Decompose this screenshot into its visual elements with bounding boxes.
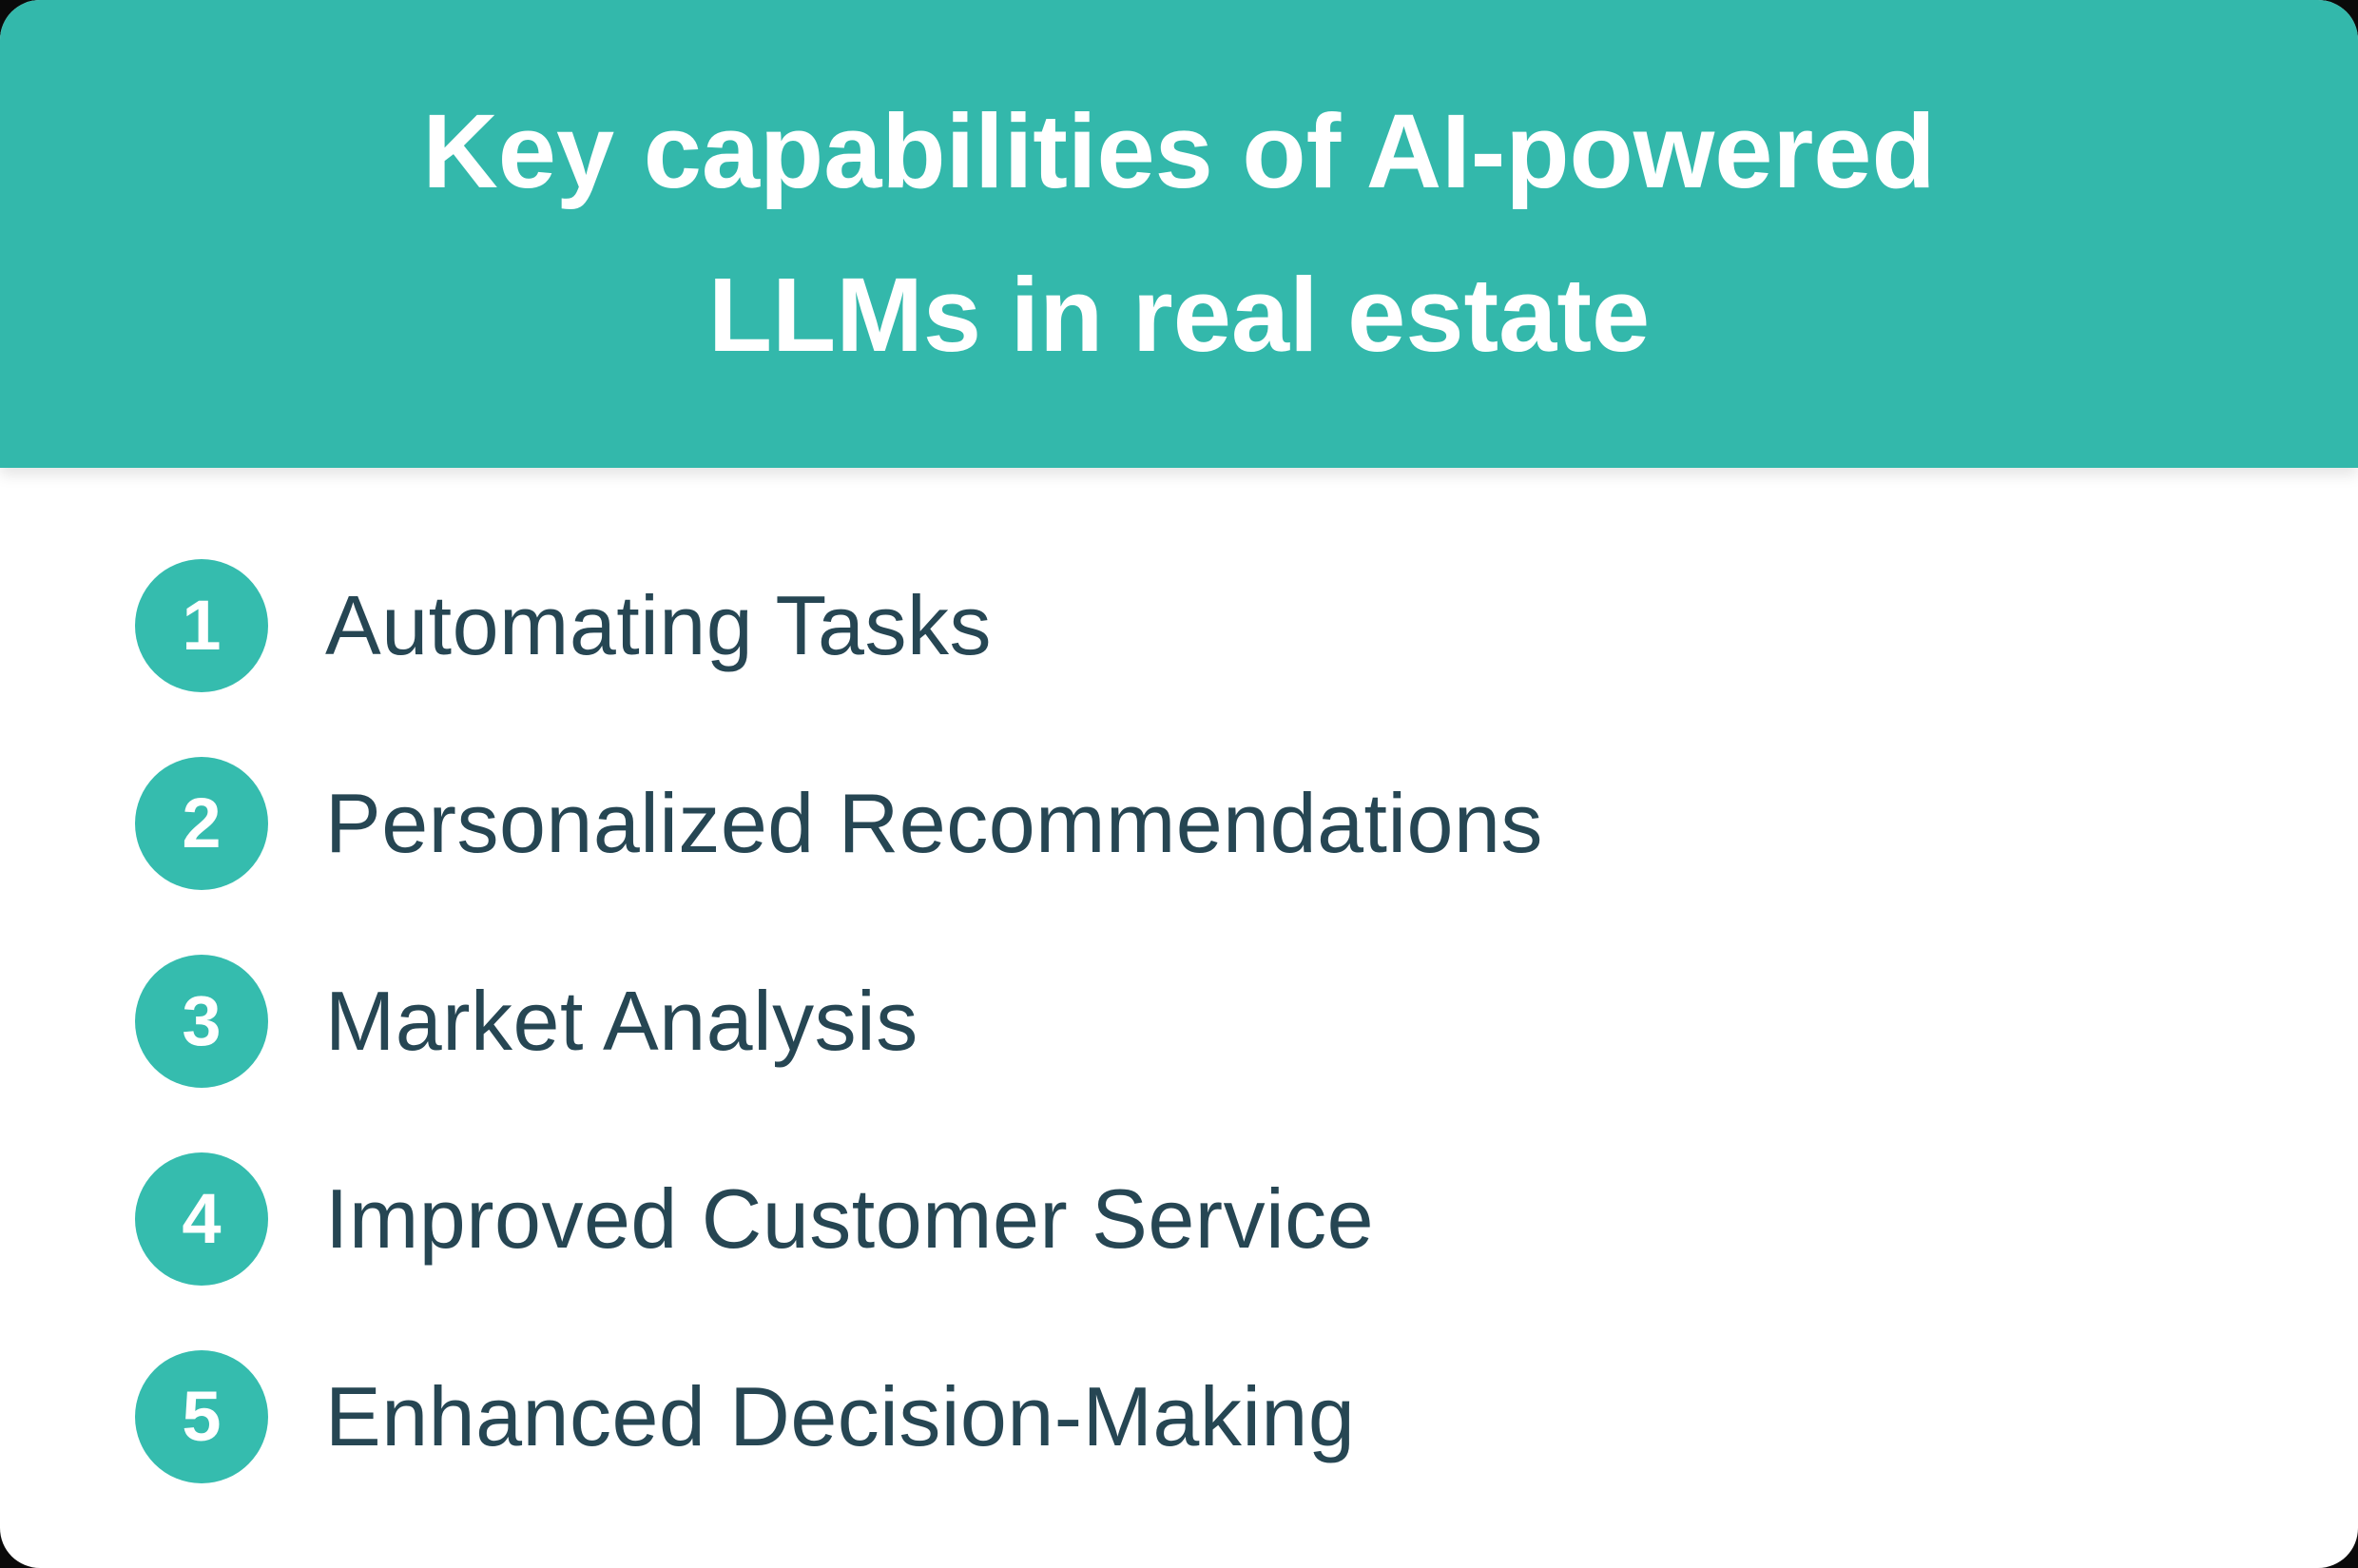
number-badge-4: 4: [135, 1152, 268, 1286]
number-badge-5-value: 5: [182, 1377, 222, 1456]
page-title-line-2: LLMs in real estate: [707, 257, 1651, 374]
number-badge-1: 1: [135, 559, 268, 692]
list-item-1: 1 Automating Tasks: [135, 559, 2301, 692]
page-title-line-1: Key capabilities of AI-powered: [422, 93, 1936, 210]
number-badge-5: 5: [135, 1350, 268, 1483]
list-item-5-label: Enhanced Decision-Making: [325, 1369, 1356, 1463]
list-item-5: 5 Enhanced Decision-Making: [135, 1350, 2301, 1483]
list-item-3-label: Market Analysis: [325, 974, 918, 1068]
list-item-2-label: Personalized Recommendations: [325, 776, 1543, 870]
number-badge-2: 2: [135, 757, 268, 890]
number-badge-3: 3: [135, 955, 268, 1088]
header-banner: Key capabilities of AI-powered LLMs in r…: [0, 0, 2358, 468]
list-item-1-label: Automating Tasks: [325, 578, 992, 672]
number-badge-3-value: 3: [182, 981, 222, 1060]
number-badge-1-value: 1: [182, 586, 222, 665]
list-item-4: 4 Improved Customer Service: [135, 1152, 2301, 1286]
list-item-2: 2 Personalized Recommendations: [135, 757, 2301, 890]
list-item-3: 3 Market Analysis: [135, 955, 2301, 1088]
list-item-4-label: Improved Customer Service: [325, 1171, 1375, 1266]
capabilities-list: 1 Automating Tasks 2 Personalized Recomm…: [0, 468, 2358, 1483]
number-badge-2-value: 2: [182, 784, 222, 862]
number-badge-4-value: 4: [182, 1179, 222, 1258]
